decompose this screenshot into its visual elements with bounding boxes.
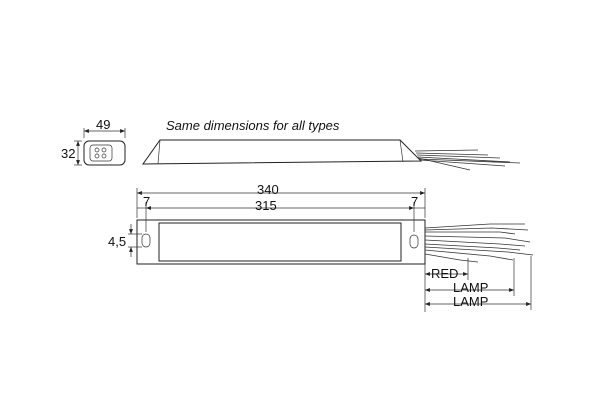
right-mounting-slot (409, 234, 419, 249)
slot-width-label: 4,5 (108, 234, 126, 249)
end-width-label: 49 (96, 117, 110, 132)
note-text: Same dimensions for all types (166, 118, 340, 133)
mounting-pitch-label: 315 (255, 198, 277, 213)
overall-length-label: 340 (257, 182, 279, 197)
top-view-wires (424, 223, 534, 263)
side-view-housing (142, 139, 423, 165)
side-view (142, 139, 521, 171)
right-offset-label: 7 (411, 194, 418, 209)
top-view-base-plate (136, 219, 426, 265)
red-wire-label: RED (431, 266, 458, 281)
end-view-connector (89, 144, 113, 162)
left-offset-label: 7 (143, 194, 150, 209)
wire-length-dimensions: RED LAMP LAMP (424, 256, 532, 312)
end-view-outline (83, 140, 126, 166)
side-view-wires (414, 149, 521, 171)
left-mounting-slot (141, 233, 151, 248)
lamp-wire-2-label: LAMP (453, 294, 488, 309)
end-height-label: 32 (61, 146, 75, 161)
top-view-housing (158, 222, 402, 262)
top-view: 340 315 7 7 4,5 (108, 182, 534, 265)
lamp-wire-1-label: LAMP (453, 280, 488, 295)
end-view: 49 32 (61, 117, 126, 166)
